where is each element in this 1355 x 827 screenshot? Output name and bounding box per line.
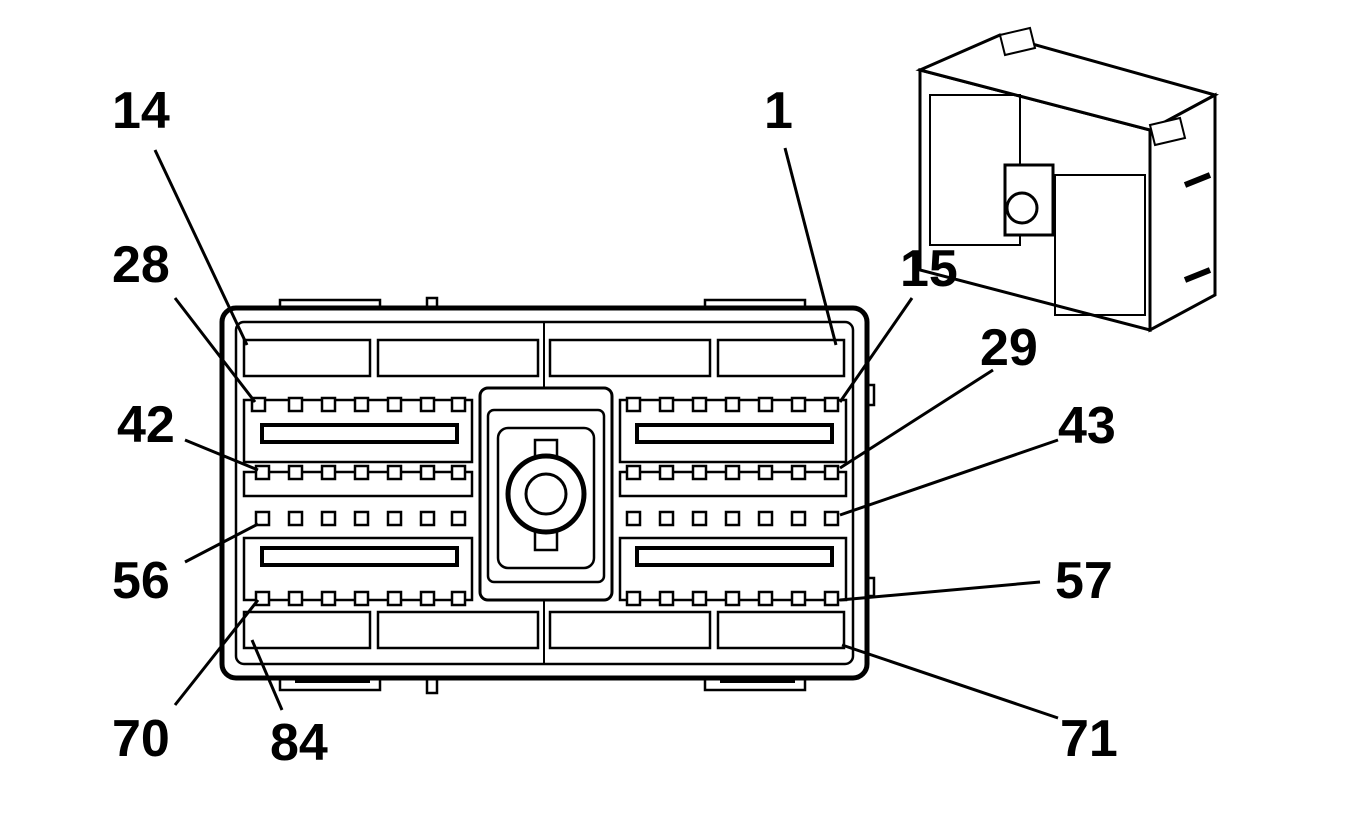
pin-label-56: 56 [112, 552, 170, 610]
pin-label-70: 70 [112, 710, 170, 768]
top-terminal-bars [242, 338, 846, 378]
terminal-cavities [250, 396, 840, 607]
pin-label-29: 29 [980, 319, 1038, 377]
leader-lines [153, 147, 1059, 720]
connector-isometric-view [915, 26, 1219, 333]
pin-label-14: 14 [112, 82, 170, 140]
pin-label-42: 42 [117, 396, 175, 454]
center-bolt-housing [478, 386, 614, 602]
pin-labels: 14 1 28 15 29 42 43 56 57 70 84 71 [112, 82, 1118, 772]
pin-label-28: 28 [112, 236, 170, 294]
pin-label-15: 15 [900, 240, 958, 298]
pin-label-1: 1 [764, 82, 793, 140]
bottom-terminal-bars [242, 610, 846, 650]
connector-face [219, 296, 876, 695]
pin-label-43: 43 [1058, 397, 1116, 455]
pin-label-84: 84 [270, 714, 328, 772]
pin-label-57: 57 [1055, 552, 1113, 610]
pin-label-71: 71 [1060, 710, 1118, 768]
